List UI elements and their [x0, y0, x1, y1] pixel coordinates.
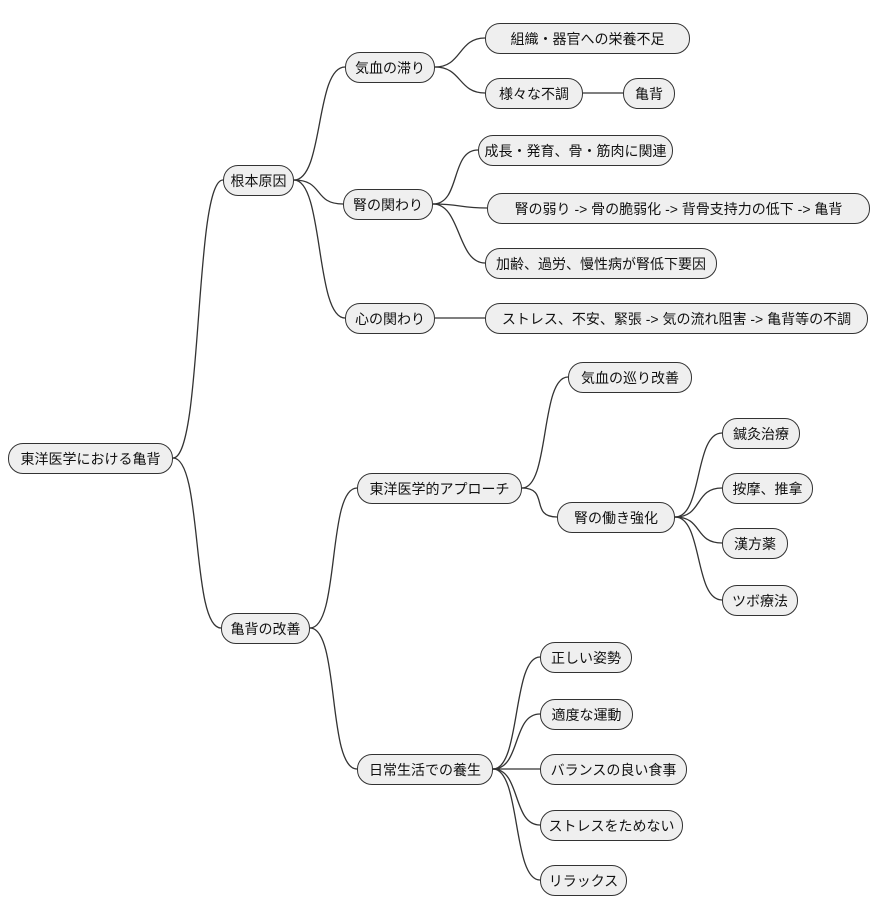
node-massage: 按摩、推拿 — [722, 473, 813, 504]
node-aging: 加齢、過労、慢性病が腎低下要因 — [485, 248, 717, 279]
edge-kidney-growth — [432, 149, 479, 205]
node-posture: 正しい姿勢 — [540, 642, 632, 673]
edge-stagnation-nutrition — [434, 37, 486, 68]
node-chain: 腎の弱り -> 骨の脆弱化 -> 背骨支持力の低下 -> 亀背 — [487, 193, 870, 224]
node-stressChain: ストレス、不安、緊張 -> 気の流れ阻害 -> 亀背等の不調 — [485, 303, 868, 334]
node-causes: 根本原因 — [223, 165, 294, 196]
edge-strengthen-herbal — [674, 516, 723, 544]
edge-daily-relax — [492, 768, 541, 881]
node-nutrition: 組織・器官への栄養不足 — [485, 23, 690, 54]
node-approach: 東洋医学的アプローチ — [357, 473, 522, 504]
node-growth: 成長・発育、骨・筋肉に関連 — [478, 135, 673, 166]
edge-improvement-approach — [309, 487, 358, 629]
edge-approach-strengthen — [521, 487, 558, 518]
node-root: 東洋医学における亀背 — [8, 443, 173, 474]
node-acupuncture: 鍼灸治療 — [722, 418, 800, 449]
edge-strengthen-acupuncture — [674, 432, 723, 518]
node-relax: リラックス — [540, 865, 627, 896]
edge-kidney-chain — [432, 203, 488, 209]
edge-stagnation-disorders — [434, 66, 486, 94]
node-daily: 日常生活での養生 — [357, 754, 493, 785]
edge-kidney-aging — [432, 203, 486, 264]
node-stagnation: 気血の滞り — [345, 52, 435, 83]
node-kidney: 腎の関わり — [343, 189, 433, 220]
edge-root-improvement — [172, 457, 222, 629]
node-circulation: 気血の巡り改善 — [568, 362, 692, 393]
edge-causes-mind — [293, 179, 346, 319]
node-diet: バランスの良い食事 — [540, 754, 687, 785]
node-kyphosis: 亀背 — [623, 78, 675, 109]
node-stressFree: ストレスをためない — [540, 810, 683, 841]
edge-approach-circulation — [521, 376, 569, 489]
edge-strengthen-tsubo — [674, 516, 723, 601]
node-improvement: 亀背の改善 — [221, 613, 310, 644]
edge-causes-stagnation — [293, 66, 346, 181]
edge-strengthen-massage — [674, 487, 723, 518]
node-mind: 心の関わり — [345, 303, 435, 334]
node-herbal: 漢方薬 — [722, 528, 788, 559]
edge-daily-stressFree — [492, 768, 541, 826]
node-disorders: 様々な不調 — [485, 78, 583, 109]
edge-daily-posture — [492, 656, 541, 770]
edge-causes-kidney — [293, 179, 344, 205]
node-strengthen: 腎の働き強化 — [557, 502, 675, 533]
edge-improvement-daily — [309, 627, 358, 770]
edge-daily-exercise — [492, 713, 541, 770]
edge-root-causes — [172, 179, 224, 459]
node-exercise: 適度な運動 — [540, 699, 633, 730]
node-tsubo: ツボ療法 — [722, 585, 798, 616]
